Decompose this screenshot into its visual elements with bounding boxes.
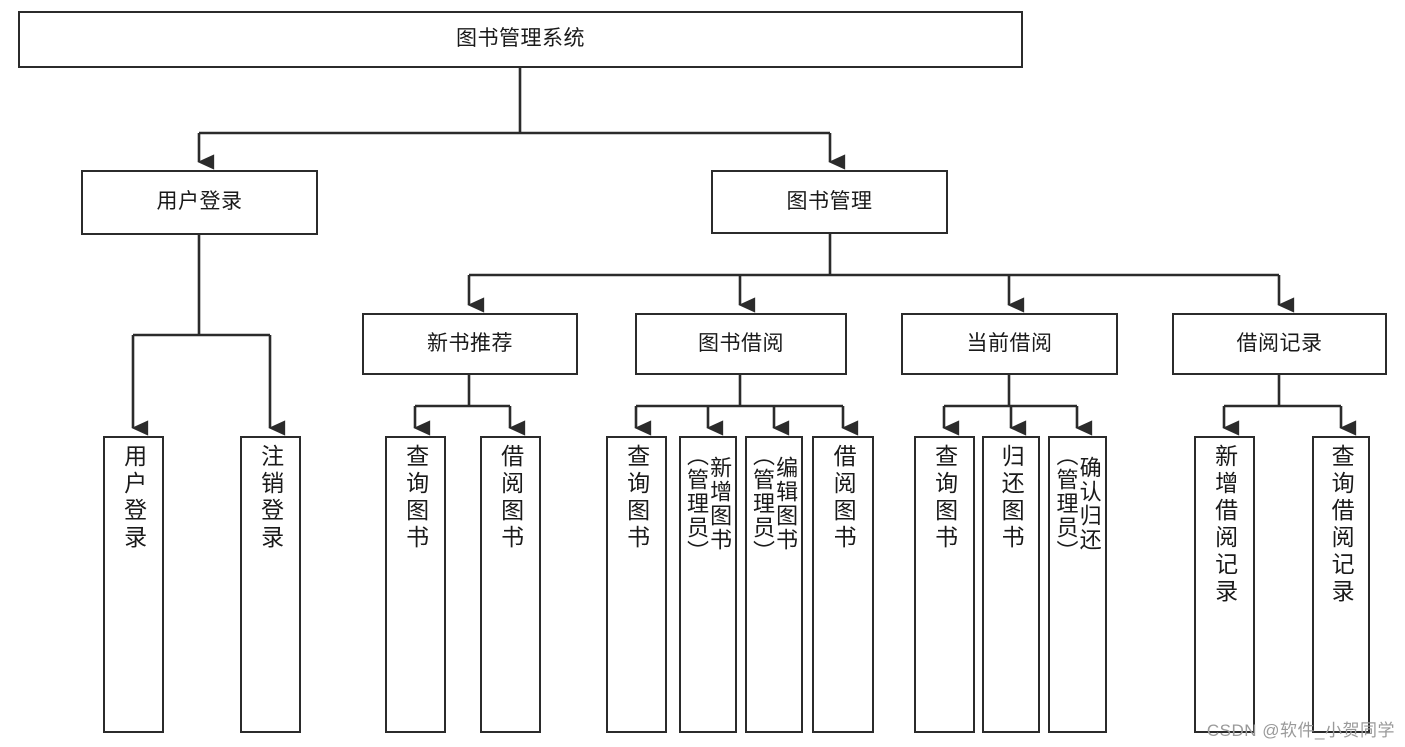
node-root[interactable]: 图书管理系统 [18,11,1023,68]
node-book-borrow[interactable]: 图书借阅 [635,313,847,375]
node-leaf-add-book[interactable]: 新增图书 （管理员） [679,436,737,733]
node-leaf-borrow-book-1-label: 借阅图书 [497,444,524,552]
node-leaf-query-book-2-label: 查询图书 [623,444,650,552]
node-leaf-query-book-1-label: 查询图书 [402,444,429,552]
node-new-book-recommend[interactable]: 新书推荐 [362,313,578,375]
node-leaf-confirm-return[interactable]: 确认归还 （管理员） [1048,436,1107,733]
node-leaf-edit-book-label: 编辑图书 （管理员） [750,444,799,564]
node-leaf-query-book-2[interactable]: 查询图书 [606,436,667,733]
node-leaf-query-book-3[interactable]: 查询图书 [914,436,975,733]
node-leaf-add-borrow-record-label: 新增借阅记录 [1211,444,1238,606]
node-book-management[interactable]: 图书管理 [711,170,948,234]
node-leaf-return-book-label: 归还图书 [998,444,1025,552]
node-leaf-confirm-return-label: 确认归还 （管理员） [1053,444,1102,564]
node-leaf-add-borrow-record[interactable]: 新增借阅记录 [1194,436,1255,733]
node-user-login[interactable]: 用户登录 [81,170,318,235]
node-current-borrow-label: 当前借阅 [966,331,1053,355]
node-root-label: 图书管理系统 [456,27,585,51]
node-leaf-user-login-label: 用户登录 [120,444,147,552]
node-borrow-record-label: 借阅记录 [1236,331,1323,355]
node-leaf-logout-label: 注销登录 [257,444,284,552]
node-leaf-add-book-label: 新增图书 （管理员） [684,444,733,564]
watermark: CSDN @软件_小贺同学 [1206,721,1395,740]
node-book-borrow-label: 图书借阅 [698,331,784,355]
node-user-login-label: 用户登录 [156,190,243,214]
node-leaf-borrow-book-1[interactable]: 借阅图书 [480,436,541,733]
node-leaf-borrow-book-2[interactable]: 借阅图书 [812,436,874,733]
node-leaf-return-book[interactable]: 归还图书 [982,436,1040,733]
node-leaf-borrow-book-2-label: 借阅图书 [830,444,857,552]
node-leaf-query-borrow-record[interactable]: 查询借阅记录 [1312,436,1370,733]
node-current-borrow[interactable]: 当前借阅 [901,313,1118,375]
node-leaf-edit-book[interactable]: 编辑图书 （管理员） [745,436,803,733]
node-leaf-logout[interactable]: 注销登录 [240,436,301,733]
node-leaf-user-login[interactable]: 用户登录 [103,436,164,733]
node-borrow-record[interactable]: 借阅记录 [1172,313,1387,375]
node-new-book-recommend-label: 新书推荐 [427,331,513,355]
node-leaf-query-borrow-record-label: 查询借阅记录 [1328,444,1355,606]
node-book-management-label: 图书管理 [786,189,873,213]
node-leaf-query-book-1[interactable]: 查询图书 [385,436,446,733]
node-leaf-query-book-3-label: 查询图书 [931,444,958,552]
